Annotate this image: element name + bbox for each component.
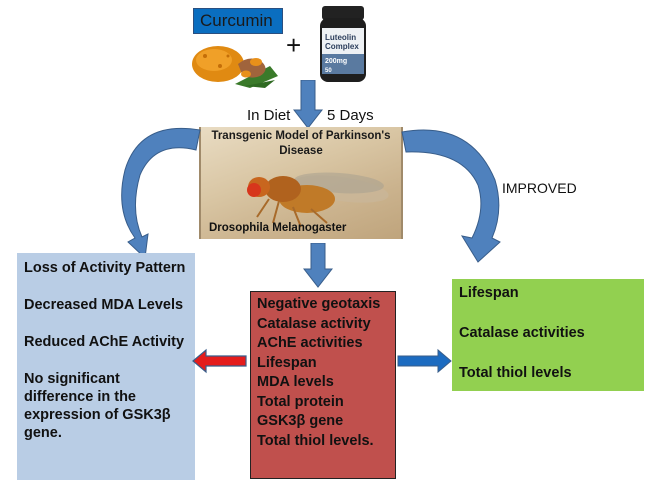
- left-item: Loss of Activity Pattern: [24, 260, 186, 276]
- left-arrow-red: [192, 348, 247, 374]
- reduced-effects-box: Loss of Activity Pattern Decreased MDA L…: [17, 253, 195, 480]
- mid-item: Lifespan: [257, 354, 317, 371]
- svg-text:Complex: Complex: [325, 42, 359, 51]
- turmeric-image-icon: [192, 46, 278, 88]
- right-arrow-blue: [397, 348, 452, 374]
- improved-effects-box: Lifespan Catalase activities Total thiol…: [452, 279, 644, 391]
- mid-item: Negative geotaxis: [257, 296, 381, 312]
- mid-item: Total thiol levels.: [257, 432, 374, 449]
- curved-arrow-right: [401, 129, 501, 263]
- right-item: Total thiol levels: [459, 365, 572, 381]
- right-item: Catalase activities: [459, 325, 585, 341]
- left-item: No significant difference in the express…: [24, 371, 171, 441]
- svg-text:Luteolin: Luteolin: [325, 33, 356, 42]
- svg-text:200mg: 200mg: [325, 58, 347, 65]
- model-title: Transgenic Model of Parkinson's Disease: [211, 130, 391, 157]
- measured-parameters-box: Negative geotaxis Catalase activity AChE…: [250, 291, 396, 479]
- fly-model-image: Transgenic Model of Parkinson's Disease …: [199, 127, 403, 239]
- mid-item: AChE activities: [257, 335, 363, 351]
- down-arrow-diet: [293, 80, 323, 129]
- right-item: Lifespan: [459, 285, 519, 301]
- curved-arrow-left: [121, 127, 201, 260]
- in-diet-label: In Diet: [247, 107, 291, 124]
- fruit-fly-icon: [247, 172, 389, 228]
- mid-item: Catalase activity: [257, 315, 371, 332]
- svg-text:50: 50: [325, 68, 332, 74]
- left-item: Decreased MDA Levels: [24, 297, 184, 313]
- luteolin-bottle-icon: Luteolin Complex 200mg 50: [320, 6, 366, 82]
- mid-item: Total protein: [257, 393, 344, 410]
- mid-item: MDA levels: [257, 374, 334, 390]
- curcumin-label: Curcumin: [193, 8, 283, 34]
- down-arrow-results: [303, 243, 333, 288]
- left-item: Reduced AChE Activity: [24, 334, 185, 350]
- plus-sign: +: [286, 30, 302, 60]
- model-caption: Drosophila Melanogaster: [209, 222, 347, 234]
- improved-label: IMPROVED: [502, 180, 577, 196]
- mid-item: GSK3β gene: [257, 413, 344, 429]
- duration-label: 5 Days: [327, 107, 374, 124]
